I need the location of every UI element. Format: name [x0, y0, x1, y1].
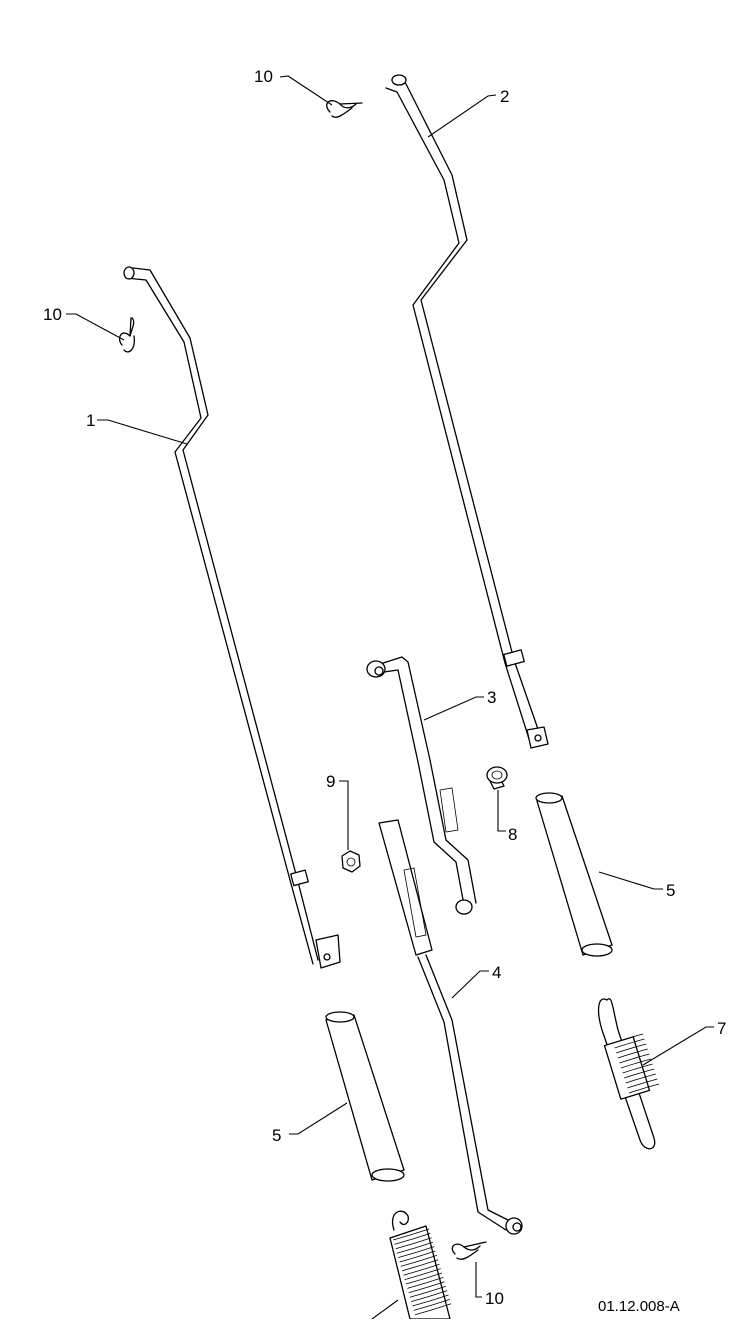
spring-coil [403, 1263, 440, 1276]
spring-coil [620, 1058, 652, 1069]
spring-coil [405, 1272, 443, 1285]
part-10-clip-top [326, 100, 363, 118]
spring-coil [413, 1299, 450, 1311]
spring-coil [398, 1246, 435, 1258]
spring-coil [619, 1053, 650, 1064]
spring-coil [412, 1294, 449, 1307]
spring-coil [617, 1048, 648, 1059]
spring-coil [408, 1281, 445, 1294]
spring-coil [392, 1228, 430, 1241]
part-7-spring [597, 998, 660, 1150]
part-10-clip-left [118, 317, 135, 353]
spring-coil [411, 1290, 448, 1302]
spring-coil [396, 1241, 434, 1254]
callout-3: 3 [487, 688, 496, 707]
callout-10-bottom: 10 [485, 1289, 504, 1308]
spring-coil [414, 1303, 452, 1316]
spring-coil [400, 1255, 437, 1267]
part-8-pin [486, 766, 508, 790]
spring-coil [404, 1268, 441, 1280]
leader-lines [66, 75, 714, 1320]
spring-coil [616, 1043, 647, 1054]
spring-bottom [389, 1210, 452, 1320]
part-4-link [378, 819, 523, 1235]
spring-coil [401, 1259, 439, 1272]
part-5-tube-upper [535, 792, 613, 957]
part-5-tube-lower [325, 1011, 405, 1182]
callout-9: 9 [326, 772, 335, 791]
callout-10-left: 10 [43, 305, 62, 324]
callout-7: 7 [717, 1019, 726, 1038]
spring-coil [614, 1038, 645, 1049]
part-1-rod [123, 266, 341, 969]
spring-coil [612, 1033, 644, 1044]
callout-5-upper: 5 [666, 881, 675, 900]
callout-8: 8 [508, 825, 517, 844]
part-10-clip-bottom [451, 1241, 487, 1260]
callout-10-top: 10 [254, 67, 273, 86]
callout-4: 4 [492, 963, 501, 982]
spring-coil [407, 1277, 444, 1289]
spring-coil [395, 1237, 432, 1250]
spring-coil [409, 1285, 447, 1298]
spring-coil [627, 1078, 658, 1089]
callout-2: 2 [500, 87, 509, 106]
part-3-link [366, 656, 477, 915]
part-2-rod [385, 74, 549, 749]
part-9-nut [341, 850, 361, 873]
spring-coil [628, 1083, 660, 1094]
spring-coil [622, 1063, 653, 1074]
spring-coil [625, 1073, 656, 1084]
spring-coil [399, 1250, 436, 1263]
callout-labels: 10 2 10 1 3 9 8 5 4 7 5 10 [43, 67, 726, 1308]
spring-coil [624, 1068, 655, 1079]
callout-1: 1 [86, 411, 95, 430]
spring-coil [394, 1233, 431, 1245]
callout-5-lower: 5 [272, 1126, 281, 1145]
drawing-reference-code: 01.12.008-A [598, 1298, 680, 1315]
